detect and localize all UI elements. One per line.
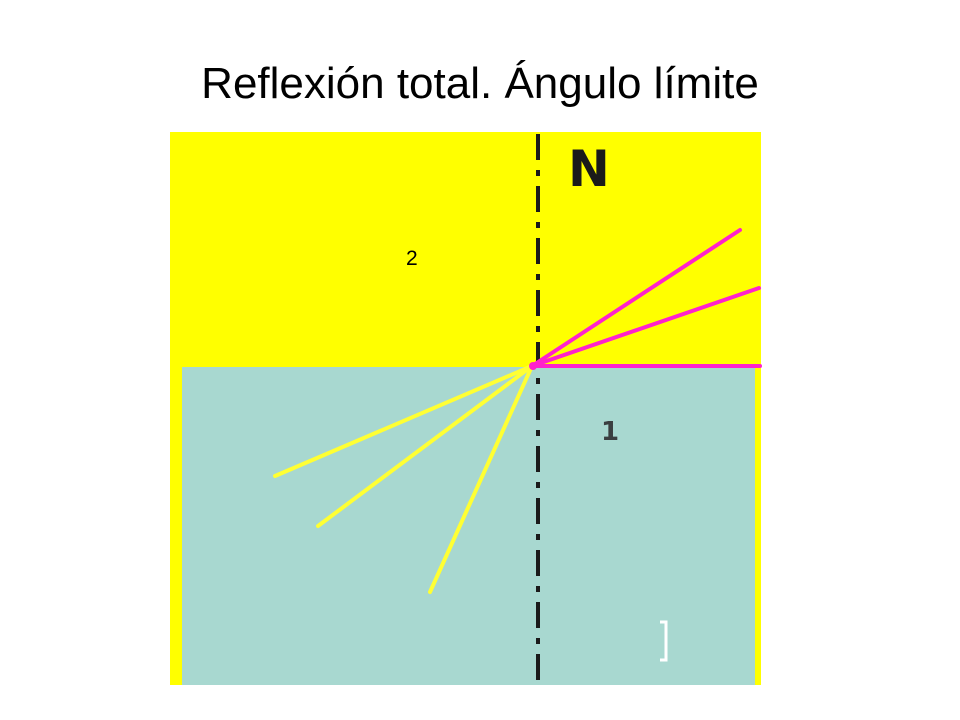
medium-left-strip	[170, 367, 182, 685]
medium-right-strip	[755, 367, 761, 685]
refracted-ray-1	[530, 228, 742, 368]
incident-ray-2	[316, 364, 534, 528]
incident-ray-1	[273, 364, 534, 478]
corner-mark	[660, 620, 668, 662]
medium-bottom	[170, 367, 761, 685]
medium-top	[170, 132, 761, 367]
normal-label: N	[568, 140, 610, 198]
incident-rays	[273, 364, 534, 594]
slide-title: Reflexión total. Ángulo límite	[201, 59, 759, 108]
incident-ray-3	[428, 364, 534, 594]
refracted-rays	[530, 228, 762, 368]
medium-top-label: 2	[406, 247, 418, 270]
medium-bottom-label: 1	[601, 417, 619, 447]
incidence-point	[529, 362, 537, 370]
refracted-ray-2	[530, 286, 761, 368]
